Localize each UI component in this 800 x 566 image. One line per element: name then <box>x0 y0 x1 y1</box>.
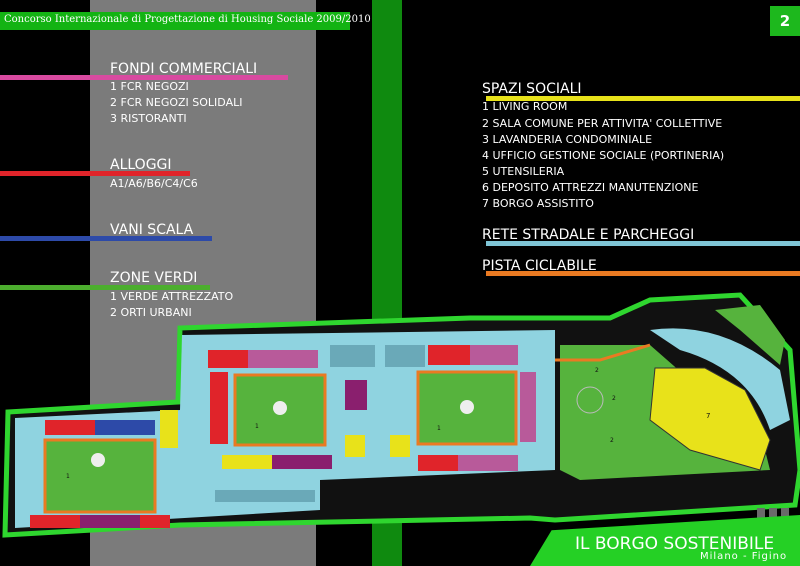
legend-title-alloggi: ALLOGGI <box>110 157 172 173</box>
legend-bar-fondi <box>0 75 288 80</box>
legend-title-spazi: SPAZI SOCIALI <box>482 81 582 97</box>
road-curve <box>650 328 790 430</box>
borgo-assistito <box>649 367 771 471</box>
footer-subtitle: Milano - Figino <box>700 551 788 562</box>
parking <box>385 345 425 367</box>
legend-item: 3 RISTORANTI <box>110 112 187 125</box>
legend-bar-pista <box>486 271 800 276</box>
legend-item: A1/A6/B6/C4/C6 <box>110 177 198 190</box>
legend-item: 2 FCR NEGOZI SOLIDALI <box>110 96 243 109</box>
courtyard-circle <box>273 401 287 415</box>
green-corner <box>715 305 785 365</box>
legend-item: 7 BORGO ASSISTITO <box>482 197 594 210</box>
legend-title-rete: RETE STRADALE E PARCHEGGI <box>482 227 695 243</box>
legend-item: 1 LIVING ROOM <box>482 100 568 113</box>
plan-label: 2 <box>595 367 599 374</box>
bike-path <box>555 343 651 362</box>
footer-title: IL BORGO SOSTENIBILE <box>575 534 775 554</box>
legend-title-zone: ZONE VERDI <box>110 270 198 286</box>
plan-label: 7 <box>706 412 710 420</box>
plan-label: 1 <box>66 473 70 480</box>
legend-bar-zone <box>0 285 210 290</box>
plan-label: 1 <box>437 425 441 432</box>
building-block <box>470 345 518 365</box>
building-block <box>222 455 272 469</box>
legend-item: 3 LAVANDERIA CONDOMINIALE <box>482 133 653 146</box>
courtyard-circle <box>460 400 474 414</box>
legend-item: 4 UFFICIO GESTIONE SOCIALE (PORTINERIA) <box>482 149 725 162</box>
legend-item: 1 VERDE ATTREZZATO <box>110 290 234 303</box>
parking <box>330 345 375 367</box>
building-block <box>45 420 95 435</box>
building-block <box>345 435 365 457</box>
building-block <box>390 435 410 457</box>
site-plan: 1 1 1 2 2 2 7 <box>2 292 800 538</box>
building-block <box>160 410 178 448</box>
legend-bar-spazi <box>486 96 800 101</box>
building-block <box>208 350 248 368</box>
legend-item: 2 SALA COMUNE PER ATTIVITA' COLLETTIVE <box>482 117 723 130</box>
plan-label: 2 <box>612 395 616 402</box>
legend-item: 1 FCR NEGOZI <box>110 80 189 93</box>
building-block <box>418 455 458 471</box>
legend-title-fondi: FONDI COMMERCIALI <box>110 61 258 77</box>
plan-label: 2 <box>610 437 614 444</box>
roundabout <box>576 386 604 414</box>
header-bar <box>0 12 350 30</box>
building-block <box>80 515 140 528</box>
header-title: Concorso Internazionale di Progettazione… <box>4 14 371 25</box>
page-number: 2 <box>770 6 800 36</box>
legend-item: 5 UTENSILERIA <box>482 165 565 178</box>
legend-bar-vani <box>0 236 212 241</box>
legend-item: 6 DEPOSITO ATTREZZI MANUTENZIONE <box>482 181 699 194</box>
plan-label: 1 <box>255 423 259 430</box>
courtyard-circle <box>91 453 105 467</box>
legend-title-pista: PISTA CICLABILE <box>482 258 597 274</box>
legend-bar-rete <box>486 241 800 246</box>
legend-item: 2 ORTI URBANI <box>110 306 192 319</box>
building-block <box>210 372 228 444</box>
building-block <box>520 372 536 442</box>
legend-bar-alloggi <box>0 171 190 176</box>
courtyard-1 <box>43 438 157 514</box>
legend-title-vani: VANI SCALA <box>110 222 194 238</box>
parking <box>215 490 315 502</box>
building-block <box>345 380 367 410</box>
